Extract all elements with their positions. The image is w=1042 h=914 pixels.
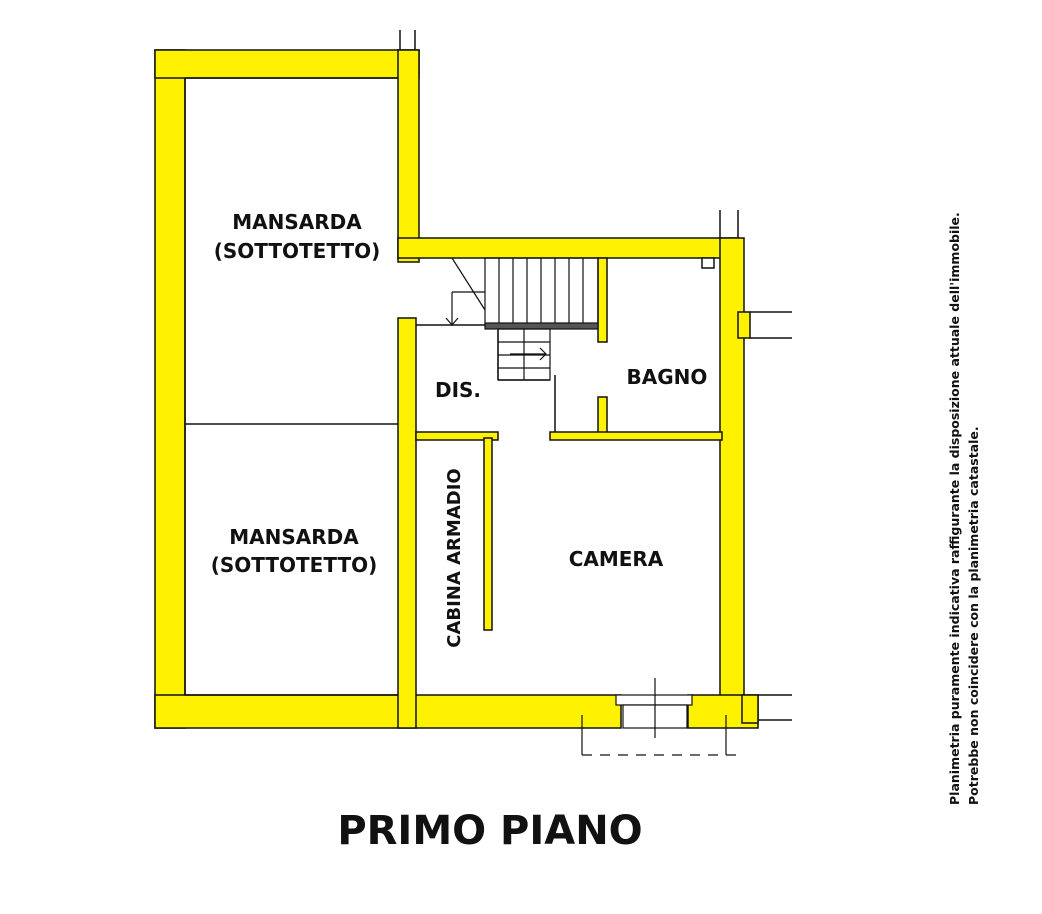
wall-cabina-partition [483,437,493,631]
wall-bagno-left-upper [597,257,608,343]
staircase [445,257,599,381]
wall-corridor-top [397,237,739,259]
disclaimer-line-2: Potrebbe non coincidere con la planimetr… [966,426,981,805]
wall-right-outer [719,237,745,727]
room-label-camera: CAMERA [569,547,664,571]
disclaimer-line-1: Planimetria puramente indicativa raffigu… [947,212,962,805]
wall-bottom [154,694,622,729]
wall-top [154,49,420,79]
room-label-mansarda-bottom: MANSARDA [229,525,359,549]
wall-bagno-bottom [549,431,723,441]
room-label-cabina-armadio: CABINA ARMADIO [444,468,465,647]
door-threshold [615,694,693,706]
wall-dis-bottom [415,431,499,441]
room-label-mansarda-top-sub: (SOTTOTETTO) [214,239,380,263]
stair-arrow-head [539,347,547,361]
wall-left [154,49,186,729]
room-label-mansarda-bottom-sub: (SOTTOTETTO) [211,553,377,577]
room-label-mansarda-top: MANSARDA [232,210,362,234]
page-title: PRIMO PIANO [337,808,643,854]
stair-landing-edge [484,322,599,330]
balcony-door [581,678,740,756]
disclaimer-text: Planimetria puramente indicativa raffigu… [945,165,983,805]
room-label-bagno: BAGNO [627,365,708,389]
bagno-fixture [701,257,715,269]
wall-mansarda-right-upper [397,49,420,263]
stair-arrow-head-2 [445,317,459,326]
wall-right-stub [741,694,759,724]
wall-mansarda-right-lower [397,317,417,729]
wall-right-notch [737,311,751,339]
room-label-dis: DIS. [435,378,481,402]
stair-diagonal [451,257,486,311]
